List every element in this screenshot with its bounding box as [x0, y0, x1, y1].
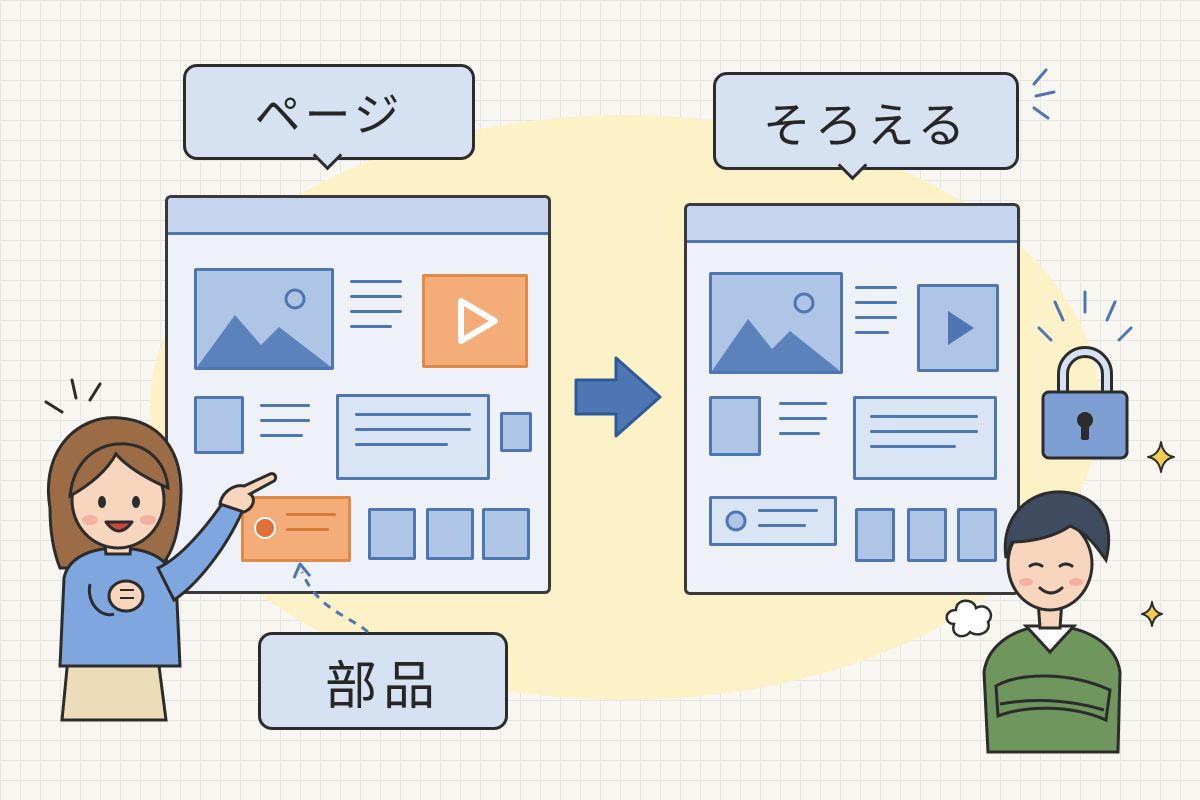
image-icon — [712, 292, 840, 371]
thumbnail-block — [709, 396, 761, 456]
tile-block — [482, 508, 530, 560]
component-card-aligned — [709, 496, 837, 546]
label-align-text: そろえる — [762, 98, 970, 154]
page-window-after — [684, 203, 1020, 595]
text-lines — [350, 280, 402, 340]
avatar-dot — [725, 510, 747, 532]
tile-block — [426, 508, 474, 560]
sparkle-icon — [1141, 601, 1163, 627]
text-lines — [260, 404, 310, 449]
label-parts: 部品 — [258, 632, 508, 730]
tile-block — [368, 508, 416, 560]
component-card-orange — [241, 496, 351, 562]
label-align: そろえる — [713, 72, 1019, 170]
play-icon — [458, 298, 498, 344]
text-card — [336, 394, 490, 480]
avatar-dot — [254, 517, 276, 539]
woman-character — [47, 416, 278, 722]
thumbnail-block — [194, 396, 244, 454]
sparkle-icon — [1147, 441, 1175, 473]
video-placeholder — [422, 274, 528, 368]
text-lines — [779, 402, 827, 447]
label-parts-text: 部品 — [324, 656, 441, 717]
lock-icon — [1037, 290, 1133, 460]
text-card — [853, 396, 997, 480]
right-arrow-icon — [574, 356, 662, 438]
tile-block — [907, 508, 947, 562]
image-placeholder — [194, 268, 334, 370]
video-placeholder — [917, 284, 999, 372]
play-icon — [948, 311, 974, 345]
window-title-bar — [687, 206, 1017, 243]
window-title-bar — [168, 198, 548, 235]
image-icon — [197, 288, 331, 367]
label-page: ページ — [183, 64, 475, 160]
tile-block — [957, 508, 997, 562]
dashed-pointer-arrow — [292, 562, 369, 634]
man-character — [945, 490, 1122, 754]
tile-block — [855, 508, 895, 562]
emphasis-marks — [44, 378, 102, 414]
emphasis-marks — [1032, 68, 1056, 120]
small-block — [500, 412, 532, 452]
image-placeholder — [709, 272, 843, 374]
text-lines — [855, 286, 897, 346]
label-page-text: ページ — [254, 88, 404, 142]
